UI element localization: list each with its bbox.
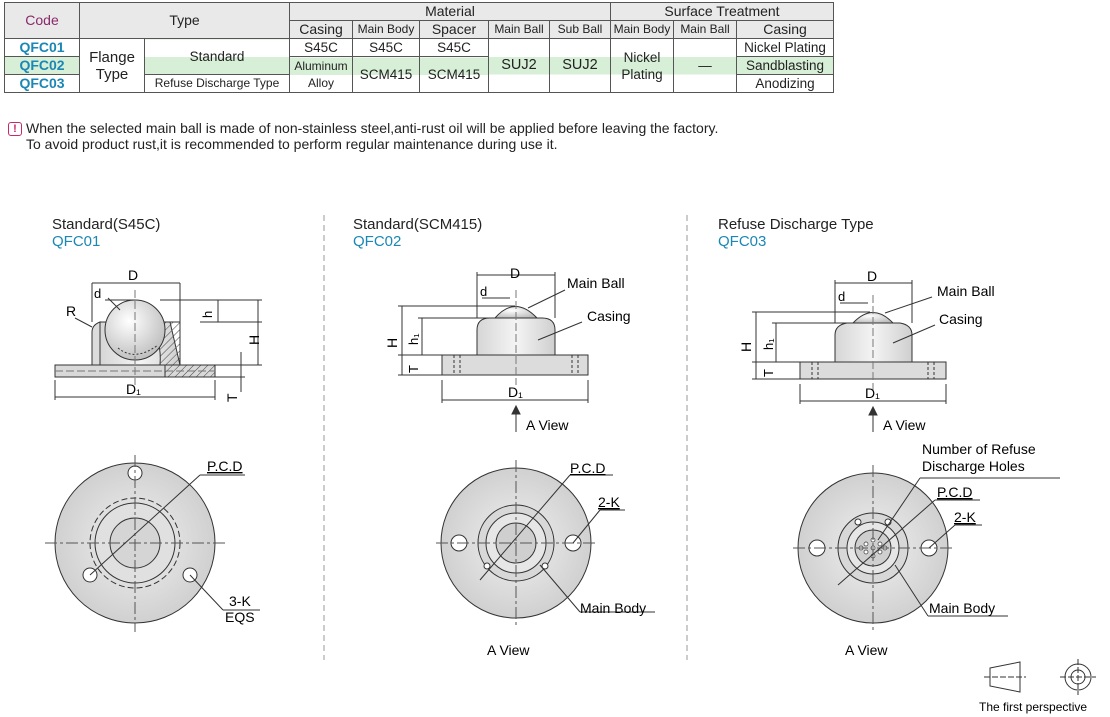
st-main-ball-cell: —: [673, 38, 737, 93]
dim-D1: D₁: [126, 381, 141, 397]
qfc02-top-view: [436, 460, 655, 628]
code-cell: QFC03: [4, 74, 80, 93]
dim-D: D: [510, 265, 520, 281]
panel-title: Standard(S45C): [52, 216, 160, 233]
dim-T: T: [224, 393, 240, 402]
spacer-cell: S45C: [419, 38, 489, 57]
label-main-body: Main Body: [580, 600, 646, 616]
st-main-body-cell: Nickel Plating: [610, 38, 674, 93]
panel-title: Standard(SCM415): [353, 216, 482, 233]
casing-header: Casing: [289, 20, 353, 39]
label-casing: Casing: [587, 308, 631, 324]
dim-D: D: [128, 267, 138, 283]
label-pcd: P.C.D: [937, 484, 973, 500]
panel-code: QFC01: [52, 233, 100, 250]
first-perspective-label: The first perspective: [979, 700, 1087, 714]
main-ball-cell: SUJ2: [488, 38, 550, 93]
surface-header: Surface Treatment: [610, 2, 834, 21]
label-a-view: A View: [487, 642, 530, 658]
dim-H: H: [384, 338, 400, 348]
label-a-view: A View: [883, 417, 926, 433]
dim-D1: D₁: [508, 384, 523, 400]
st-casing-cell: Sandblasting: [736, 56, 834, 75]
qfc03-top-view: [793, 465, 1060, 632]
label-refuse-holes: Discharge Holes: [922, 458, 1025, 474]
label-2k: 2-K: [954, 509, 976, 525]
note-line-1: When the selected main ball is made of n…: [26, 120, 719, 136]
note: ! When the selected main ball is made of …: [8, 120, 718, 152]
note-line-2: To avoid product rust,it is recommended …: [26, 136, 558, 152]
dim-R: R: [66, 303, 76, 319]
label-refuse-holes: Number of Refuse: [922, 441, 1036, 457]
dim-h: h: [200, 311, 215, 318]
dim-T: T: [406, 365, 421, 373]
dim-H: H: [246, 335, 262, 345]
panel-title: Refuse Discharge Type: [718, 216, 874, 233]
dim-d: d: [480, 284, 487, 299]
dim-h1: h₁: [761, 338, 776, 350]
dim-D1: D₁: [865, 385, 880, 401]
first-perspective-icon: [984, 659, 1096, 695]
spec-table: Code Type Material Surface Treatment Cas…: [4, 2, 834, 93]
main-body-cell: SCM415: [352, 56, 420, 93]
st-casing-cell: Anodizing: [736, 74, 834, 93]
st-casing-header: Casing: [736, 20, 834, 39]
label-main-ball: Main Ball: [937, 283, 995, 299]
dim-T: T: [761, 369, 776, 377]
qfc03-side-view: [752, 280, 947, 432]
label-a-view: A View: [845, 642, 888, 658]
qfc02-side-view: [398, 272, 589, 432]
spacer-cell: SCM415: [419, 56, 489, 93]
label-a-view: A View: [526, 417, 569, 433]
label-2k: 2-K: [598, 494, 620, 510]
label-casing: Casing: [939, 311, 983, 327]
label-main-ball: Main Ball: [567, 275, 625, 291]
st-main-ball-header: Main Ball: [673, 20, 737, 39]
st-casing-cell: Nickel Plating: [736, 38, 834, 57]
dim-h1: h₁: [406, 333, 421, 345]
label-pcd: P.C.D: [570, 460, 606, 476]
main-body-header: Main Body: [352, 20, 420, 39]
label-3k: 3-K: [229, 593, 251, 609]
flange-type-cell: Flange Type: [79, 38, 145, 93]
label-eqs: EQS: [225, 609, 255, 625]
qfc01-top-view: [45, 455, 260, 632]
label-main-body: Main Body: [929, 600, 995, 616]
qfc01-side-view: [54, 282, 262, 400]
sub-ball-header: Sub Ball: [549, 20, 611, 39]
material-header: Material: [289, 2, 611, 21]
dim-H: H: [738, 342, 754, 352]
label-pcd: P.C.D: [207, 458, 243, 474]
casing-cell: Aluminum Alloy: [289, 56, 353, 93]
warning-icon: !: [8, 122, 22, 136]
type-refuse-cell: Refuse Discharge Type: [144, 74, 290, 93]
dim-d: d: [838, 289, 845, 304]
panel-code: QFC03: [718, 233, 766, 250]
dim-d: d: [94, 286, 101, 301]
type-standard-cell: Standard: [144, 38, 290, 75]
panel-code: QFC02: [353, 233, 401, 250]
code-header: Code: [4, 2, 80, 39]
dim-D: D: [867, 268, 877, 284]
